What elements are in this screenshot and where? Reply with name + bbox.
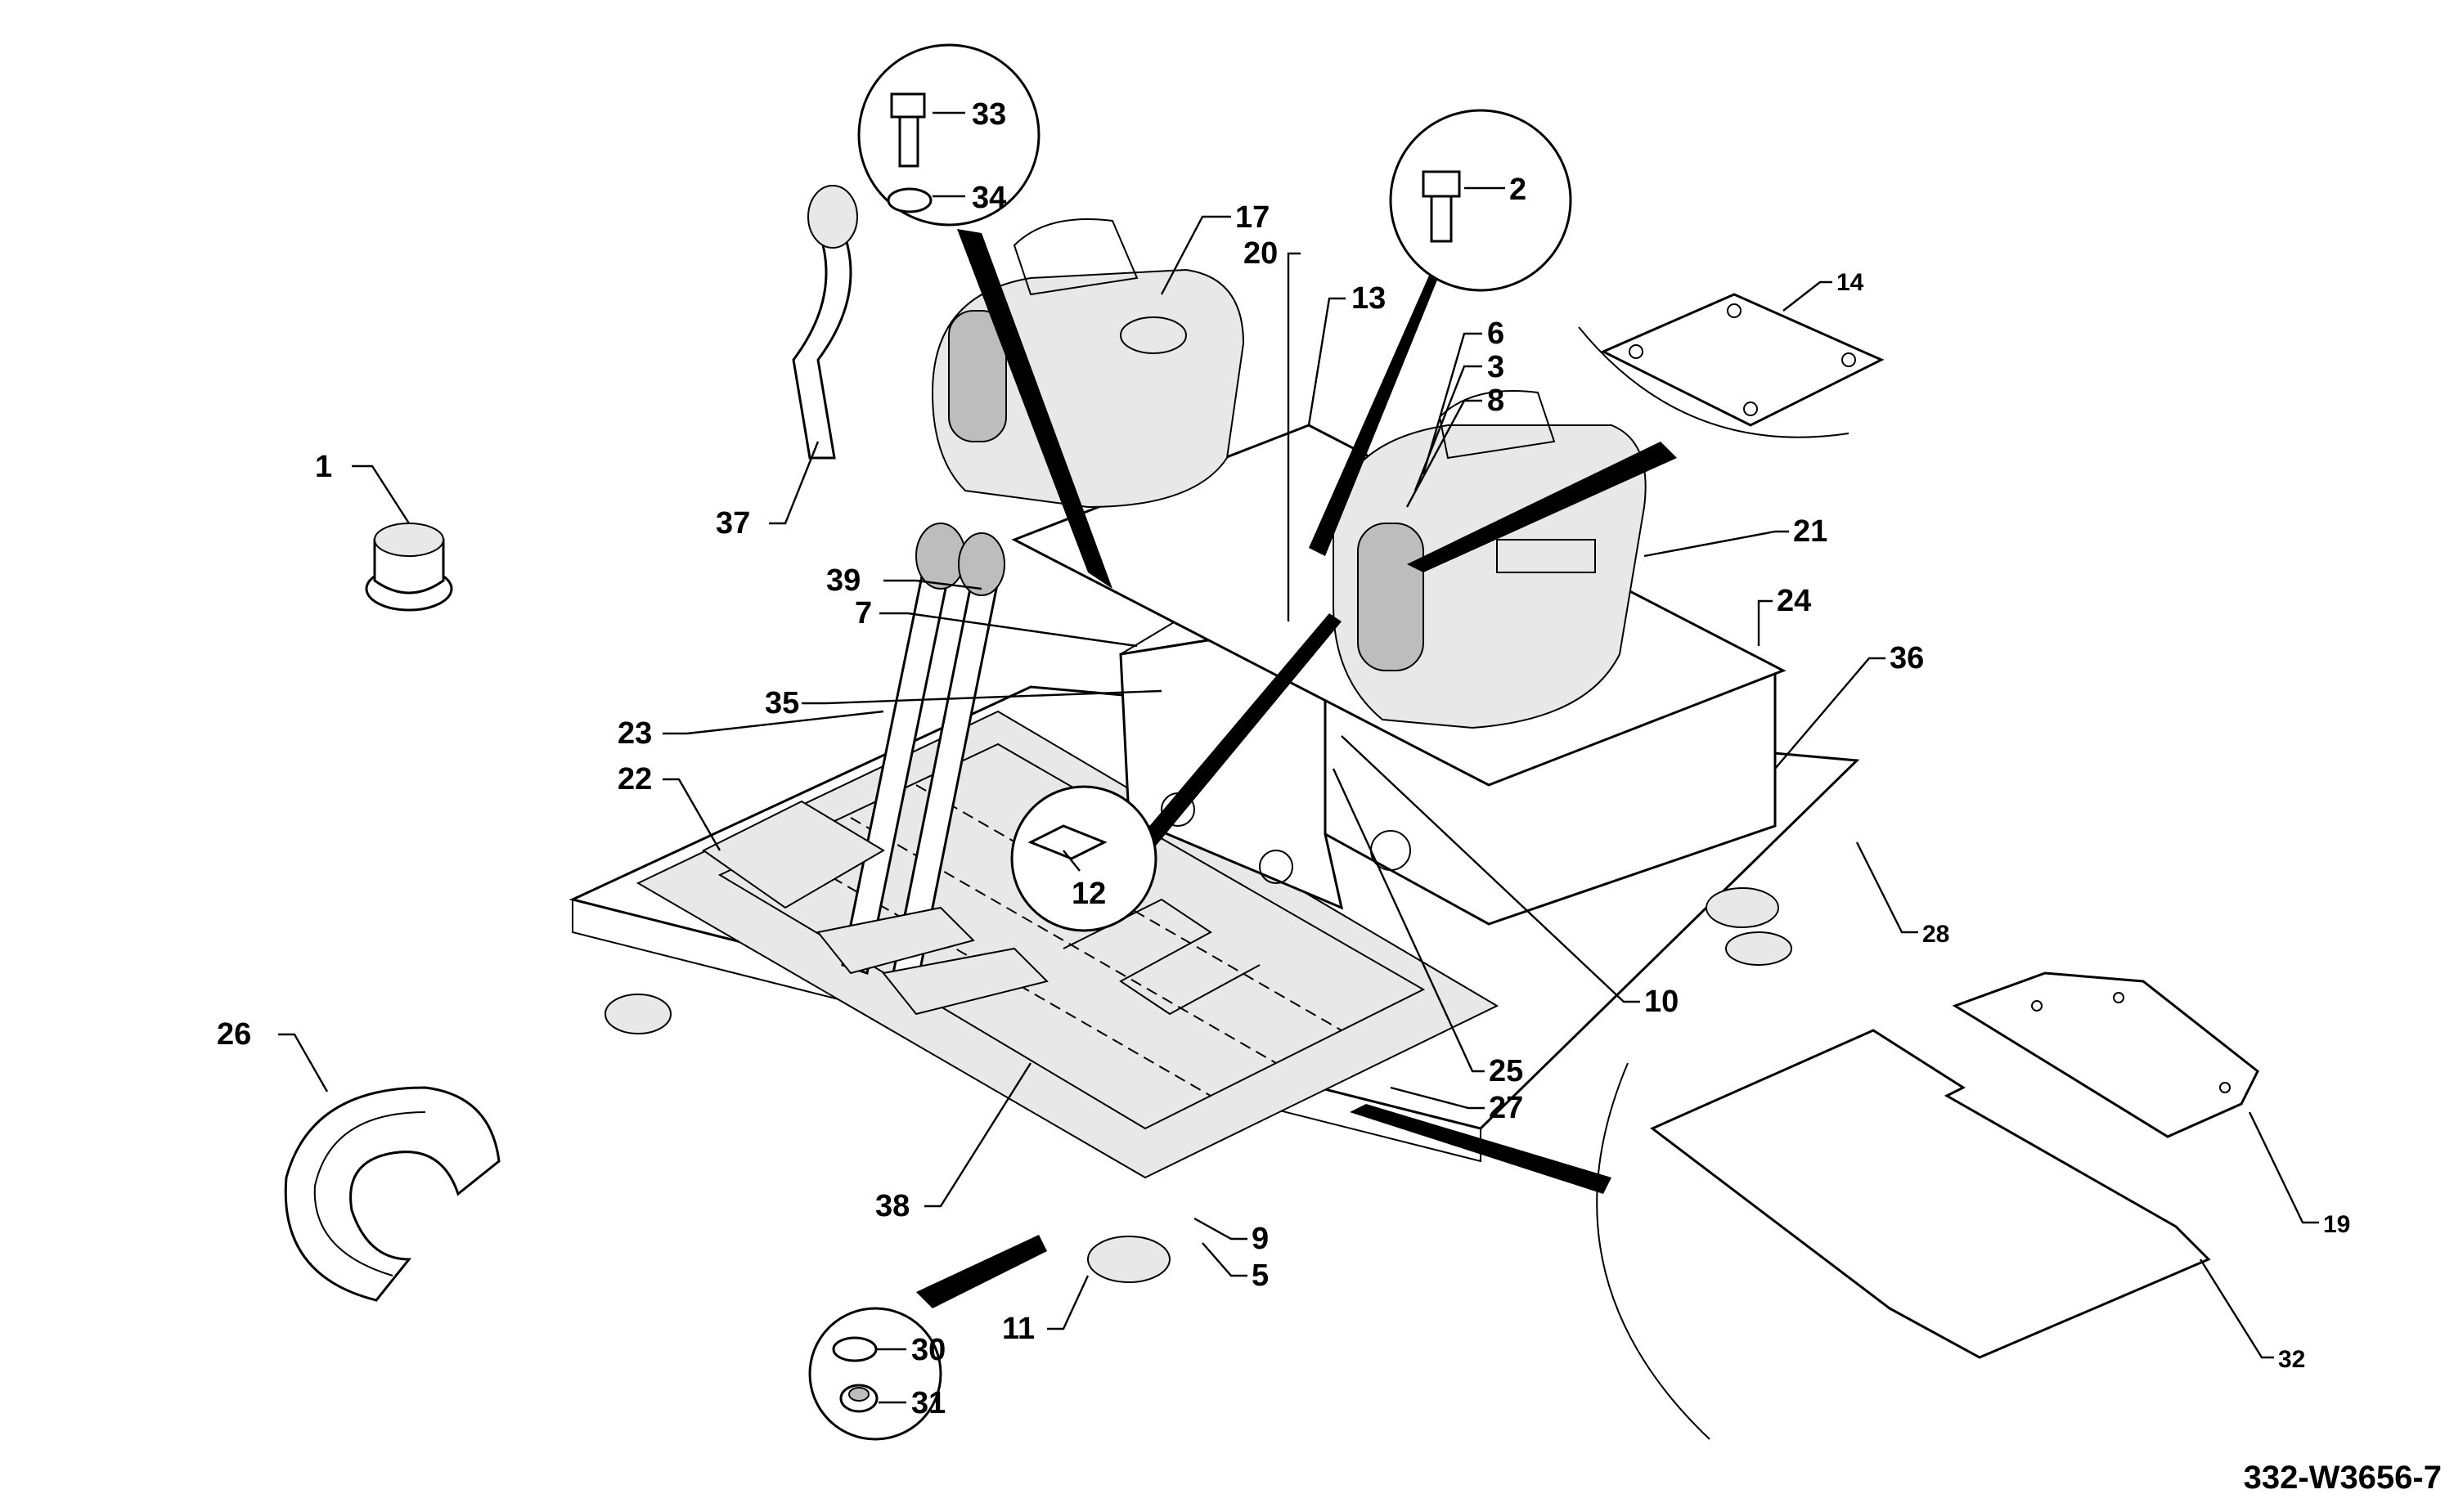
callout-36: 36 [1890,641,1924,675]
callout-34: 34 [972,181,1006,215]
part-26-boot [284,1086,501,1302]
part-1-plug [365,523,453,612]
detail-circle-2: 2 [1389,109,1572,292]
callout-5: 5 [1252,1259,1269,1293]
callout-30: 30 [911,1333,946,1367]
callout-37: 37 [716,506,750,541]
callout-10: 10 [1644,985,1679,1019]
detail-arc-14 [1578,326,1849,438]
callout-1: 1 [315,450,332,484]
callout-21: 21 [1793,514,1827,549]
detail-circle-30-31: 30 31 [808,1307,946,1441]
isolation-mounts [605,887,1792,1283]
callout-26: 26 [217,1017,251,1052]
callout-27: 27 [1489,1091,1523,1125]
callout-17: 17 [1235,200,1270,235]
callout-32: 32 [2278,1346,2305,1373]
operator-platform-assembly [569,185,1860,1308]
callout-33: 33 [972,97,1006,132]
travel-levers [816,523,1049,1016]
callout-28: 28 [1922,921,1949,948]
callout-31: 31 [911,1386,946,1420]
floor-mat-pattern [1063,898,1261,1016]
callout-7: 7 [855,596,872,630]
detail-circle-33-34: 33 34 [857,43,1040,227]
part-14-cover-plate [1600,293,1885,427]
callout-8: 8 [1487,384,1504,418]
left-foot-rest [702,800,885,909]
callout-13: 13 [1351,281,1386,316]
callout-6: 6 [1487,316,1504,351]
callout-24: 24 [1777,584,1811,618]
dozer-lever [792,227,852,460]
callout-3: 3 [1487,350,1504,384]
detail-circle-12: 12 [1010,785,1157,932]
callout-35: 35 [765,686,799,720]
callout-labels: 1 17 20 13 6 3 8 14 21 24 36 28 10 25 27… [217,200,2350,1373]
drawing-code: 332-W3656-7 [2244,1460,2442,1496]
callout-22: 22 [618,762,652,796]
part-32-floor-mat [1650,1029,2211,1359]
leader-lines [278,215,2319,1359]
callout-9: 9 [1252,1222,1269,1256]
callout-20: 20 [1243,236,1278,271]
callout-38: 38 [875,1189,910,1223]
detail-arc-mats [1596,1062,1710,1440]
floor-tray [636,710,1499,1179]
callout-19: 19 [2323,1211,2350,1238]
callout-12: 12 [1072,877,1106,911]
part-19-mat [1952,971,2259,1138]
callout-2: 2 [1509,173,1526,207]
callout-25: 25 [1489,1054,1523,1088]
right-armrest-console [1333,390,1647,729]
callout-39: 39 [826,563,861,598]
callout-14: 14 [1836,269,1864,296]
callout-11: 11 [1002,1312,1035,1346]
callout-23: 23 [618,716,652,751]
